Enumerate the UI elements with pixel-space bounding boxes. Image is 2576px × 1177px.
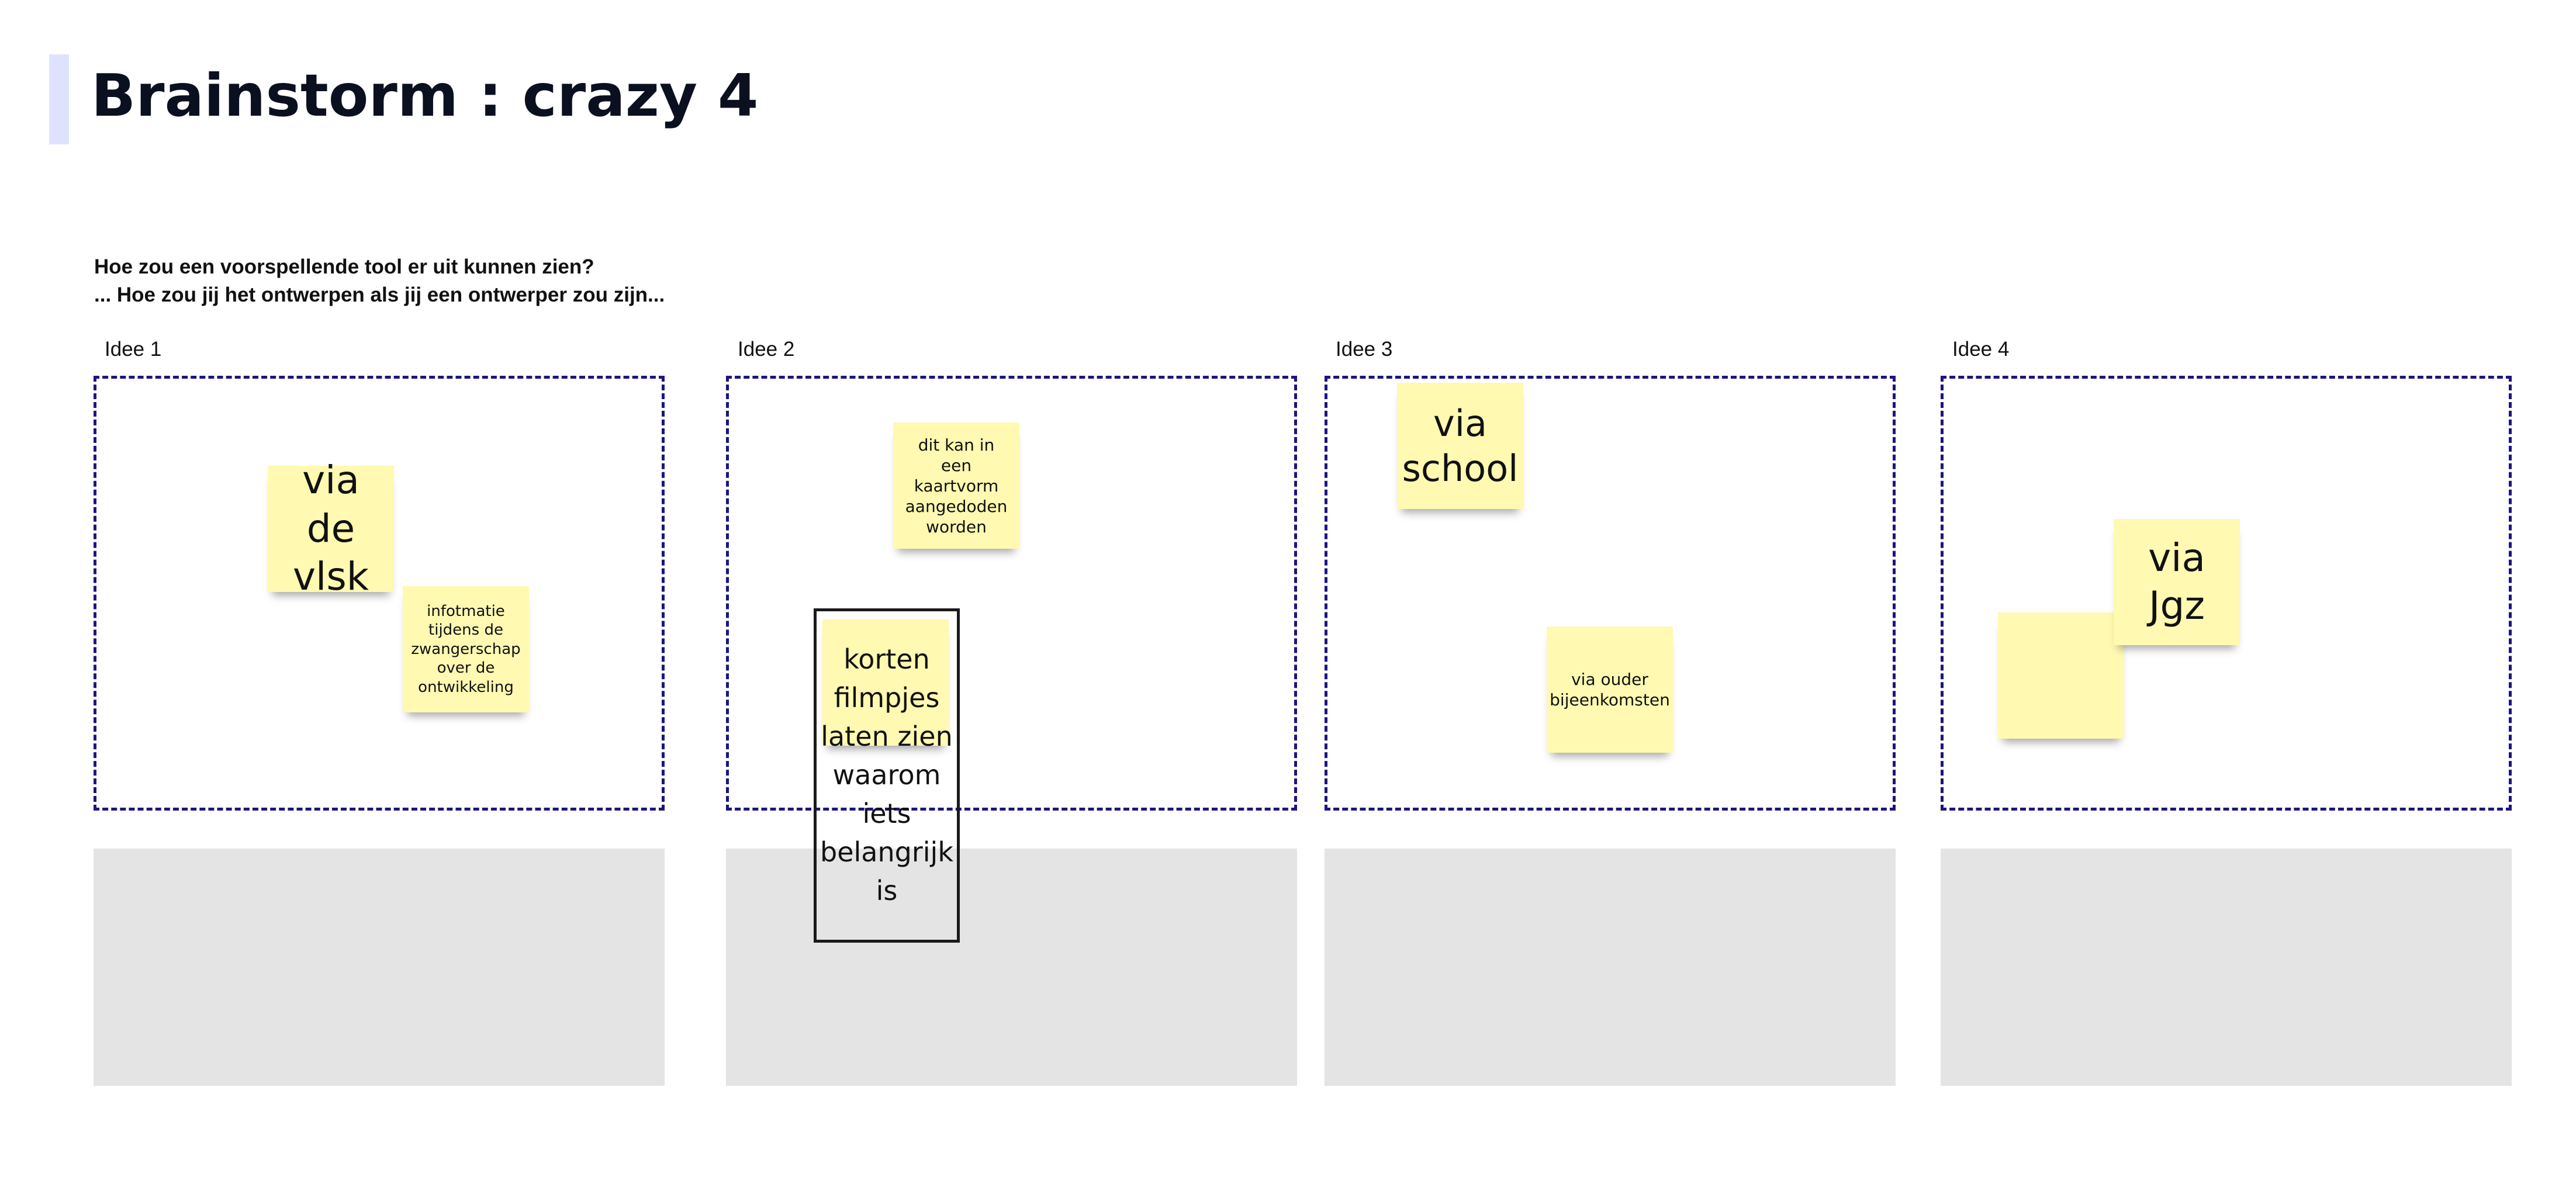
- idea-frame-1[interactable]: [94, 376, 665, 811]
- question-line-1: Hoe zou een voorspellende tool er uit ku…: [94, 255, 594, 278]
- column-label-idee-4[interactable]: Idee 4: [1952, 338, 2010, 361]
- idea-panel-1[interactable]: [94, 849, 665, 1086]
- sticky-note-via-de-vlsk[interactable]: via de vlsk: [268, 458, 394, 599]
- sticky-note-blank[interactable]: [1998, 612, 2124, 739]
- idea-panel-4[interactable]: [1941, 849, 2512, 1086]
- sticky-note-text: via school: [1402, 401, 1519, 490]
- page-title[interactable]: Brainstorm : crazy 4: [91, 61, 759, 130]
- sticky-note-text: via ouder bijeenkomsten: [1550, 670, 1670, 709]
- idea-panel-3[interactable]: [1325, 849, 1896, 1086]
- sticky-note-text: dit kan in een kaartvorm aangedoden word…: [905, 435, 1008, 536]
- sticky-note-text: via de vlsk: [292, 458, 369, 600]
- idea-frame-3[interactable]: [1325, 376, 1896, 811]
- idea-frame-4[interactable]: [1941, 376, 2512, 811]
- column-label-idee-3[interactable]: Idee 3: [1336, 338, 1393, 361]
- idea-panel-2[interactable]: [726, 849, 1297, 1086]
- column-label-idee-2[interactable]: Idee 2: [738, 338, 795, 361]
- question-line-2: ... Hoe zou jij het ontwerpen als jij ee…: [94, 283, 665, 306]
- column-label-idee-1[interactable]: Idee 1: [105, 338, 162, 361]
- idea-frame-2[interactable]: [726, 376, 1297, 811]
- sticky-note-text: via Jgz: [2148, 535, 2205, 629]
- sticky-note-via-jgz[interactable]: via Jgz: [2114, 519, 2240, 645]
- sticky-note-korten-filmpjes[interactable]: [822, 619, 949, 746]
- sticky-note-kaartvorm[interactable]: dit kan in een kaartvorm aangedoden word…: [893, 423, 1019, 549]
- sticky-note-infotmatie[interactable]: infotmatie tijdens de zwangerschap over …: [403, 586, 529, 712]
- sticky-note-text: infotmatie tijdens de zwangerschap over …: [411, 602, 521, 696]
- question-text[interactable]: Hoe zou een voorspellende tool er uit ku…: [94, 253, 665, 309]
- text-note-frame[interactable]: [814, 608, 960, 943]
- sticky-note-via-school[interactable]: via school: [1397, 383, 1523, 509]
- text-note-korten-filmpjes[interactable]: korten filmpjes laten zien waarom iets b…: [820, 643, 953, 906]
- title-accent-bar: [49, 54, 69, 144]
- sticky-note-via-ouder[interactable]: via ouder bijeenkomsten: [1547, 626, 1673, 753]
